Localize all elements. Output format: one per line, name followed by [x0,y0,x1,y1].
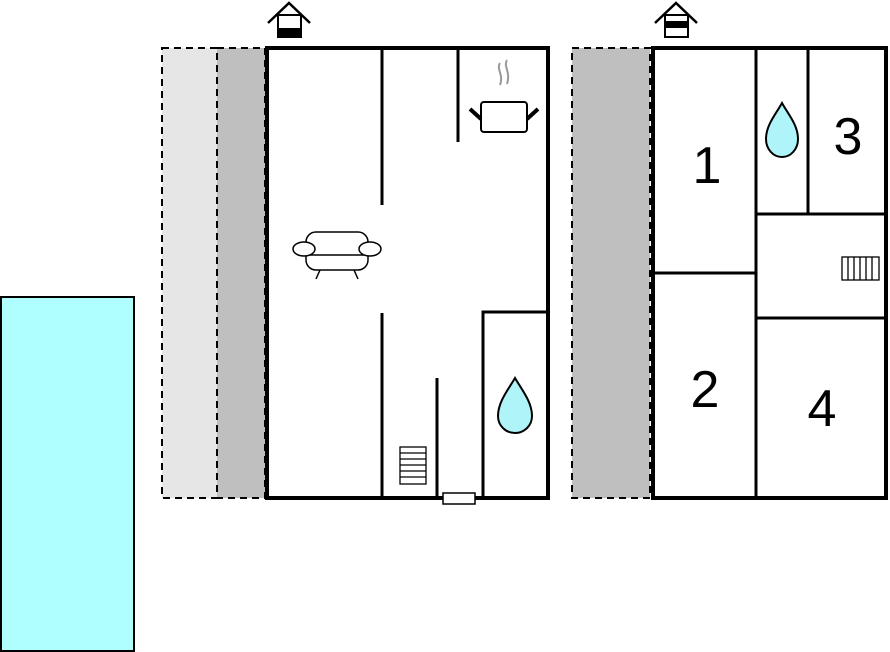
room-3-label: 3 [834,108,863,166]
water-drop-icon [496,376,534,435]
house-floor-icon [654,1,698,38]
terrace-outer [161,47,218,499]
terrace-inner [216,47,266,499]
kitchen-pot-icon [468,59,540,133]
stairs-icon [399,446,427,485]
pool [0,296,135,652]
sofa-icon [292,231,382,280]
room-4-label: 4 [808,380,837,438]
radiator-icon [841,256,880,281]
water-drop-icon [764,100,800,159]
room-1-label: 1 [693,137,722,195]
room-2-label: 2 [691,361,720,419]
house-entrance-icon [267,1,311,38]
door-icon [442,492,476,505]
terrace-upper [571,47,651,499]
